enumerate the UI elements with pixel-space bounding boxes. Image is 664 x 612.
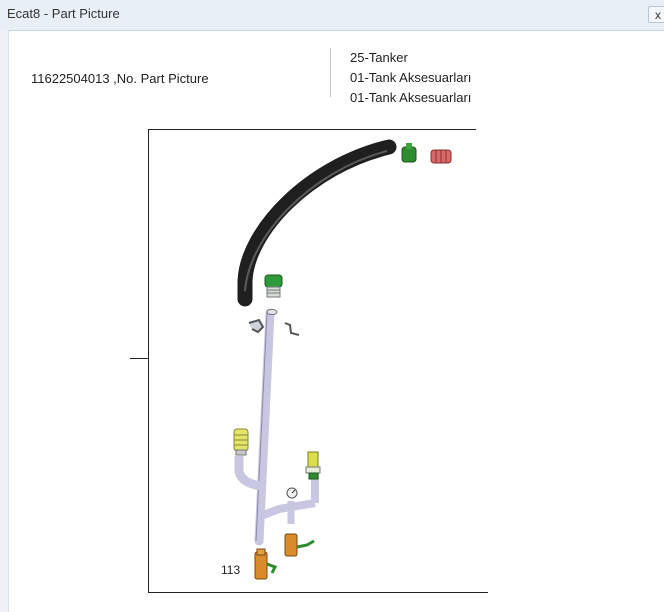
green-coupling-top <box>401 143 417 163</box>
part-drawing <box>233 139 452 580</box>
drawing-frame-top <box>148 129 476 130</box>
category-level-2: 01-Tank Aksesuarları <box>350 70 472 85</box>
part-number-label: 11622504013 ,No. Part Picture <box>31 71 209 86</box>
pressure-gauge-icon <box>286 487 298 499</box>
category-level-1: 25-Tanker <box>350 50 408 65</box>
hose <box>237 139 397 307</box>
part-picture-panel: 11622504013 ,No. Part Picture 25-Tanker … <box>9 31 664 612</box>
window-title: Ecat8 - Part Picture <box>7 6 120 21</box>
window-titlebar: Ecat8 - Part Picture x <box>0 0 664 31</box>
left-edge <box>0 30 9 612</box>
close-icon: x <box>655 8 661 22</box>
branch-pipe-left <box>234 456 262 491</box>
green-coupling-pipe <box>264 274 283 298</box>
clamp-right <box>284 322 300 336</box>
category-level-3: 01-Tank Aksesuarları <box>350 90 472 105</box>
branch-pipe-right <box>259 499 316 520</box>
header-divider <box>330 48 331 97</box>
drawing-frame-bottom <box>148 592 488 593</box>
drawing-frame-left <box>148 129 149 593</box>
orange-valve-bottom <box>254 548 278 580</box>
orange-valve-right <box>284 533 315 557</box>
yellow-filter <box>233 428 249 456</box>
main-pipe <box>254 308 275 546</box>
callout-label: 113 <box>221 563 241 577</box>
yellow-valve-right <box>305 451 321 480</box>
drawing-frame-tick <box>130 358 149 359</box>
close-button[interactable]: x <box>648 6 664 23</box>
clamp-left <box>248 318 265 334</box>
red-fitting <box>430 149 452 164</box>
